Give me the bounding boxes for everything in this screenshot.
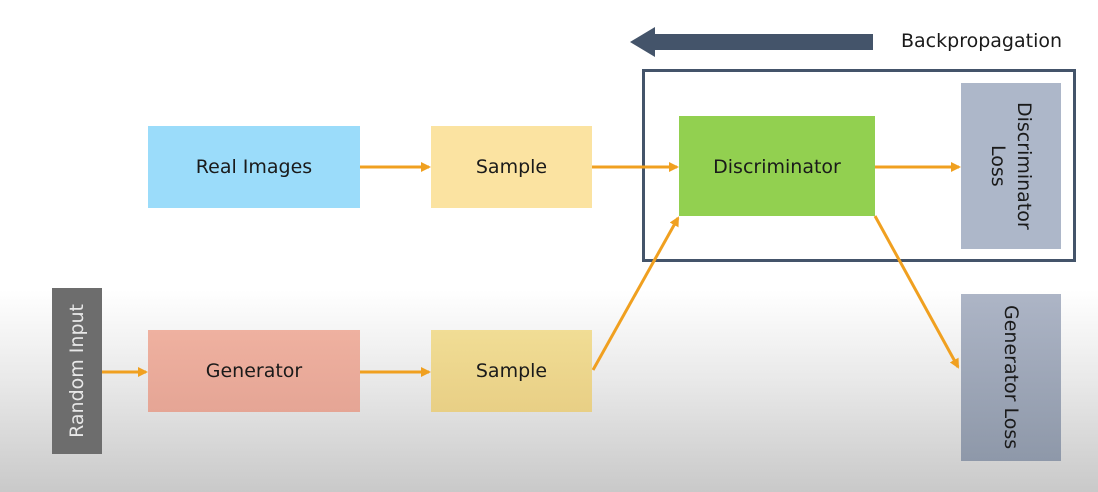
sample-fake-label: Sample: [475, 360, 548, 382]
edge-discriminator-to-generator-loss: [873, 215, 960, 369]
discriminator-loss-label-line2: Loss: [987, 145, 1009, 187]
discriminator-loss-node: Discriminator Loss: [961, 83, 1061, 249]
sample-fake-node: Sample: [431, 330, 592, 412]
sample-real-label: Sample: [475, 156, 548, 178]
random-input-node: Random Input: [52, 288, 102, 454]
random-input-label: Random Input: [66, 304, 88, 438]
real-images-label: Real Images: [195, 156, 313, 178]
backpropagation-arrow: [630, 27, 873, 57]
backpropagation-label: Backpropagation: [901, 30, 1063, 52]
edge-fake-sample-to-discriminator: [591, 216, 680, 371]
generator-node: Generator: [148, 330, 360, 412]
discriminator-loss-label-line1: Discriminator: [1013, 102, 1035, 230]
real-images-node: Real Images: [148, 126, 360, 208]
generator-loss-node: Generator Loss: [961, 294, 1061, 461]
generator-label: Generator: [205, 360, 303, 382]
discriminator-label: Discriminator: [713, 156, 841, 178]
generator-loss-label: Generator Loss: [1000, 305, 1022, 450]
discriminator-node: Discriminator: [679, 116, 875, 216]
sample-real-node: Sample: [431, 126, 592, 208]
